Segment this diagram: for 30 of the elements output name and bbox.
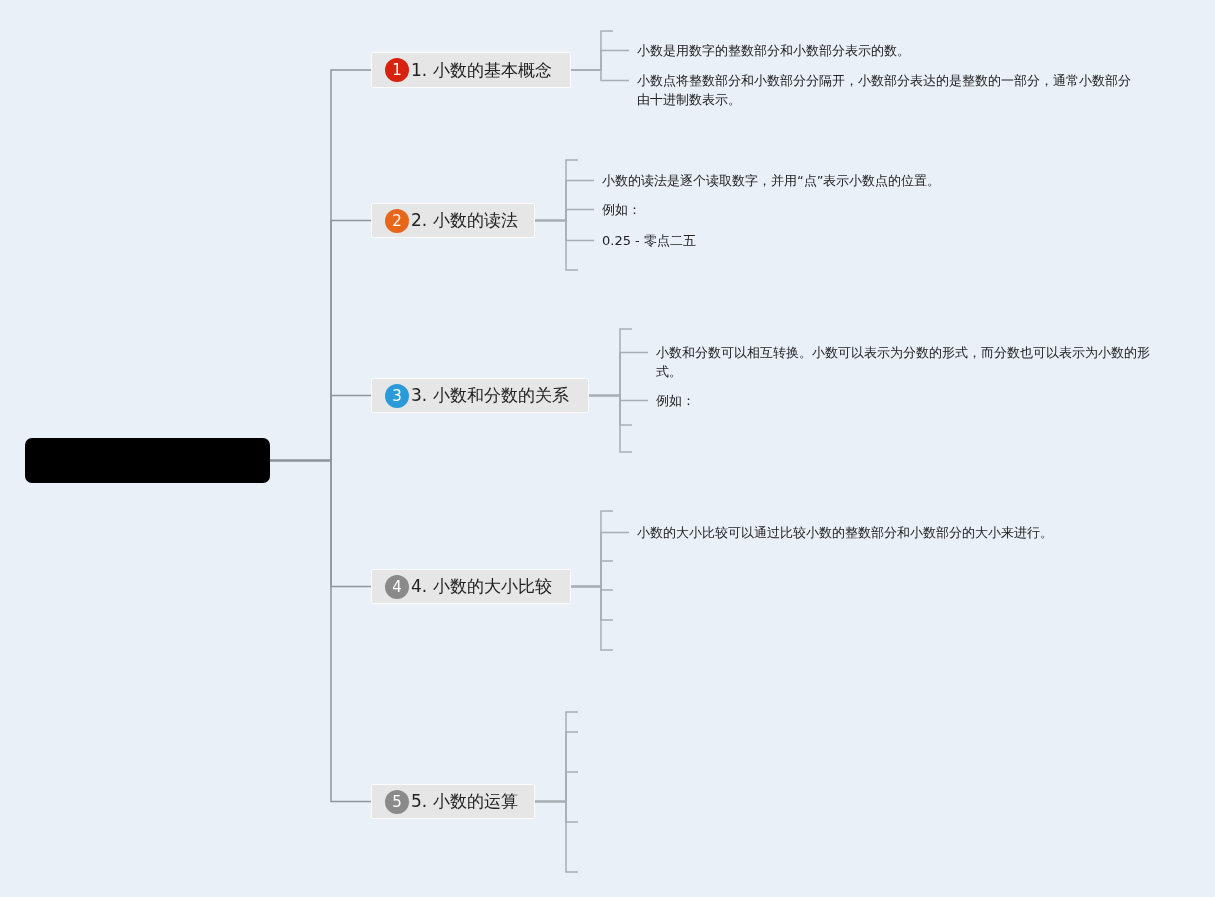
branch-line xyxy=(534,219,579,271)
branch-text: 例如： xyxy=(594,200,794,219)
topic-title: 3. 小数和分数的关系 xyxy=(411,384,569,407)
branch-text: 小数的读法是逐个读取数字，并用“点”表示小数点的位置。 xyxy=(594,171,1014,190)
number-badge: 5 xyxy=(385,789,409,814)
number-badge: 1 xyxy=(385,58,409,82)
branch-line xyxy=(570,69,630,82)
topic-title: 2. 小数的读法 xyxy=(411,209,518,232)
branch-line xyxy=(588,394,633,453)
branch-text: 小数是用数字的整数部分和小数部分表示的数。 xyxy=(629,41,1149,60)
branch-text: 0.25 - 零点二五 xyxy=(594,231,794,250)
branch-text: 小数的大小比较可以通过比较小数的整数部分和小数部分的大小来进行。 xyxy=(629,523,1149,542)
topic-title: 4. 小数的大小比较 xyxy=(411,575,552,598)
number-badge: 3 xyxy=(385,383,409,408)
root-box xyxy=(25,438,270,483)
number-badge: 4 xyxy=(385,574,409,599)
branch-text: 小数点将整数部分和小数部分分隔开，小数部分表达的是整数的一部分，通常小数部分由十进制数表示。 xyxy=(629,71,1133,109)
number-badge: 2 xyxy=(385,208,409,233)
topic-box xyxy=(371,784,535,819)
branch-line xyxy=(570,585,614,651)
topic-box xyxy=(371,569,571,604)
branch-line xyxy=(534,800,579,873)
topic-title: 5. 小数的运算 xyxy=(411,790,518,813)
branch-text: 小数和分数可以相互转换。小数可以表示为分数的形式，而分数也可以表示为小数的形式。 xyxy=(648,343,1152,381)
topic-box xyxy=(371,52,571,88)
topic-box xyxy=(371,378,589,413)
topic-box xyxy=(371,203,535,238)
branch-text: 例如： xyxy=(648,391,848,410)
branch-line xyxy=(269,459,372,803)
topic-title: 1. 小数的基本概念 xyxy=(411,58,552,82)
